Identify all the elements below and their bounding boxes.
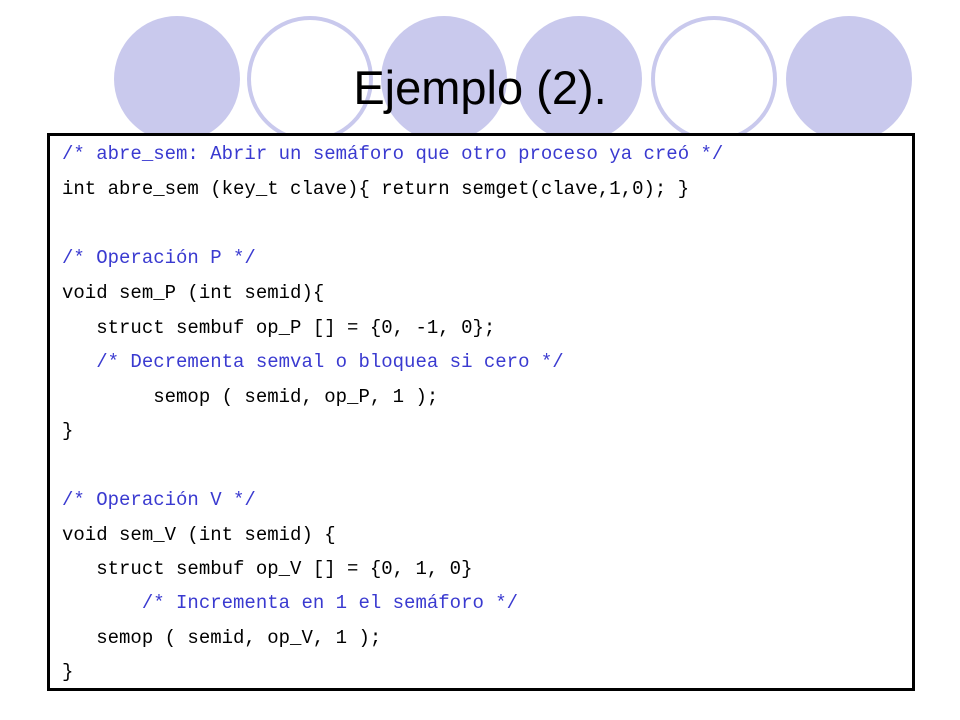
decorative-circle [786,16,912,142]
code-line: semop ( semid, op_P, 1 ); [62,386,439,408]
decorative-circle [381,16,507,142]
code-line: int abre_sem (key_t clave){ return semge… [62,178,690,200]
slide-title: Ejemplo (2). [353,61,607,114]
decorative-ring [651,16,777,142]
code-line: } [62,661,74,683]
code-line: void sem_P (int semid){ [62,282,325,304]
code-line: struct sembuf op_V [] = {0, 1, 0} [62,558,473,580]
code-line: struct sembuf op_P [] = {0, -1, 0}; [62,317,496,339]
decorative-circle [516,16,642,142]
code-line: semop ( semid, op_V, 1 ); [62,627,382,649]
code-line: void sem_V (int semid) { [62,524,336,546]
code-line: /* Incrementa en 1 el semáforo */ [62,592,519,614]
code-line: /* Operación P */ [62,247,256,269]
code-block: /* abre_sem: Abrir un semáforo que otro … [47,133,915,691]
decorative-circle [114,16,240,142]
code-line: /* abre_sem: Abrir un semáforo que otro … [62,143,724,165]
code-line: /* Decrementa semval o bloquea si cero *… [62,351,564,373]
decorative-ring [247,16,373,142]
code-line: /* Operación V */ [62,489,256,511]
code-line: } [62,420,74,442]
